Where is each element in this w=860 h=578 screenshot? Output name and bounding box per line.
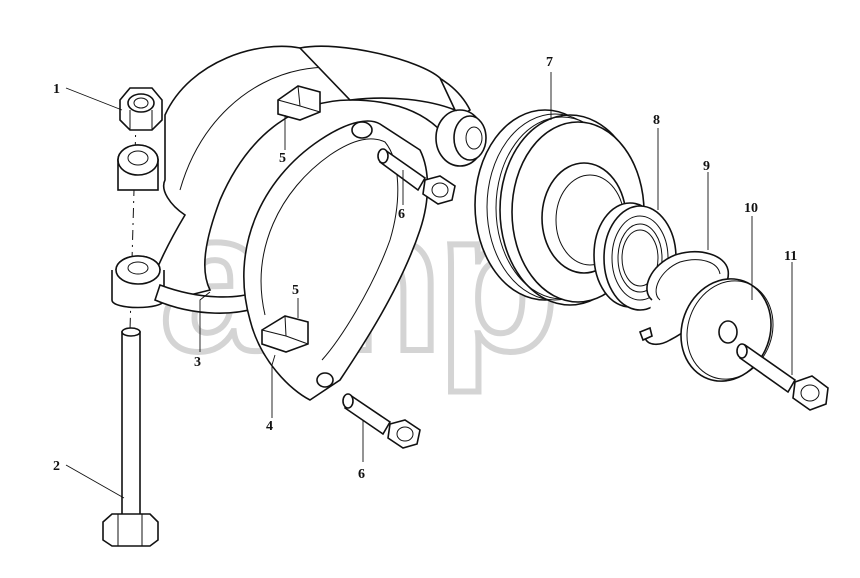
callout-7: 7: [546, 55, 553, 70]
callout-8: 8: [653, 113, 660, 128]
callout-5-upper: 5: [279, 151, 286, 166]
callout-2: 2: [53, 459, 60, 474]
callout-3: 3: [194, 355, 201, 370]
part-6-bolt-upper: [377, 148, 456, 205]
callout-11: 11: [784, 249, 797, 264]
callout-10: 10: [744, 201, 758, 216]
part-5-clip-lower: [261, 315, 309, 353]
part-5-clip-upper: [277, 85, 321, 121]
part-3-bracket: [111, 45, 487, 314]
callout-4: 4: [266, 419, 273, 434]
part-9-snap-ring: [638, 251, 730, 346]
callout-6-upper: 6: [398, 207, 405, 222]
callout-labels: 1 2 3 4 5 5 6 6 7 8 9 10 11: [53, 55, 797, 482]
callout-9: 9: [703, 159, 710, 174]
callout-leaders: [65, 72, 793, 499]
callout-1: 1: [53, 82, 60, 97]
part-11-bolt: [736, 343, 829, 411]
callout-5-lower: 5: [292, 283, 299, 298]
callout-6-lower: 6: [358, 467, 365, 482]
part-2-long-bolt: [102, 327, 159, 547]
part-1-nut: [119, 87, 163, 131]
part-6-bolt-lower: [342, 393, 421, 449]
